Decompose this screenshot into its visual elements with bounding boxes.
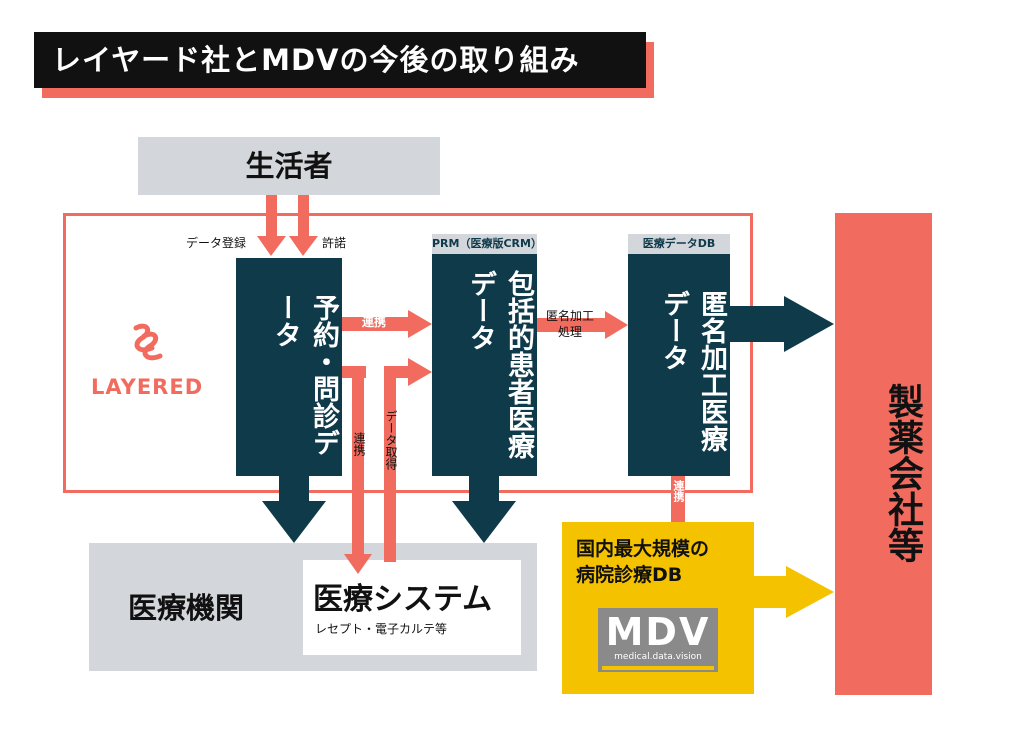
mdv-logo-box: MDV medical.data.vision [598, 608, 718, 672]
mdv-db-title: 国内最大規模の 病院診療DB [576, 538, 710, 586]
medical-system-title: 医療システム [313, 582, 493, 617]
yellow-right-arrow [754, 566, 834, 618]
medical-institution-label: 医療機関 [128, 591, 245, 625]
page-title: レイヤード社とMDVの今後の取り組み [34, 32, 646, 88]
consumer-box: 生活者 [138, 137, 440, 195]
navy-right-arrow [730, 296, 834, 352]
prm-chip: PRM（医療版CRM） [432, 234, 542, 254]
label-link-right: 連携 [362, 315, 387, 329]
down-arrow-data-registration [257, 195, 286, 256]
mdv-logo-sub: medical.data.vision [614, 652, 702, 662]
pharma-box: 製薬会社等 [835, 213, 932, 695]
label-data-acquire: データ取得 [384, 410, 398, 470]
anonymized-data-label: 匿名加工医療データ [658, 290, 727, 452]
pharma-label: 製薬会社等 [882, 383, 923, 563]
down-arrow-consent [289, 195, 318, 256]
consumer-label: 生活者 [245, 149, 333, 183]
comprehensive-data-label: 包括的患者医療データ [465, 270, 534, 459]
layered-logo-text: LAYERED [91, 375, 204, 399]
anon-process-arrow [537, 311, 628, 339]
label-data-registration: データ登録 [186, 236, 247, 250]
mdv-logo-stripe [602, 666, 714, 670]
link-arrow-down [342, 366, 372, 574]
reservation-data-label: 予約・問診データ [270, 294, 339, 456]
navy-down-arrow-2 [452, 475, 516, 543]
layered-frame [63, 213, 753, 493]
medical-system-box: 医療システム レセプト・電子カルテ等 [303, 560, 521, 655]
layered-logo-icon [133, 323, 163, 361]
data-acquire-arrow [384, 358, 432, 562]
anonymized-data-box: 匿名加工医療データ [628, 254, 730, 476]
medical-system-sub: レセプト・電子カルテ等 [315, 622, 448, 636]
mdv-db-box: 国内最大規模の 病院診療DB MDV medical.data.vision [562, 522, 754, 694]
label-anon-process: 匿名加工 処理 [546, 309, 595, 339]
label-consent: 許諾 [322, 236, 347, 250]
navy-down-arrow-1 [262, 475, 326, 543]
comprehensive-data-box: 包括的患者医療データ [432, 254, 537, 476]
db-chip: 医療データDB [628, 234, 730, 254]
mdv-logo-text: MDV [605, 610, 711, 654]
label-link-down: 連携 [352, 432, 366, 456]
link-arrow-right [342, 310, 432, 338]
label-link-bidirectional: 連携 [672, 480, 685, 502]
reservation-data-box: 予約・問診データ [236, 258, 342, 476]
